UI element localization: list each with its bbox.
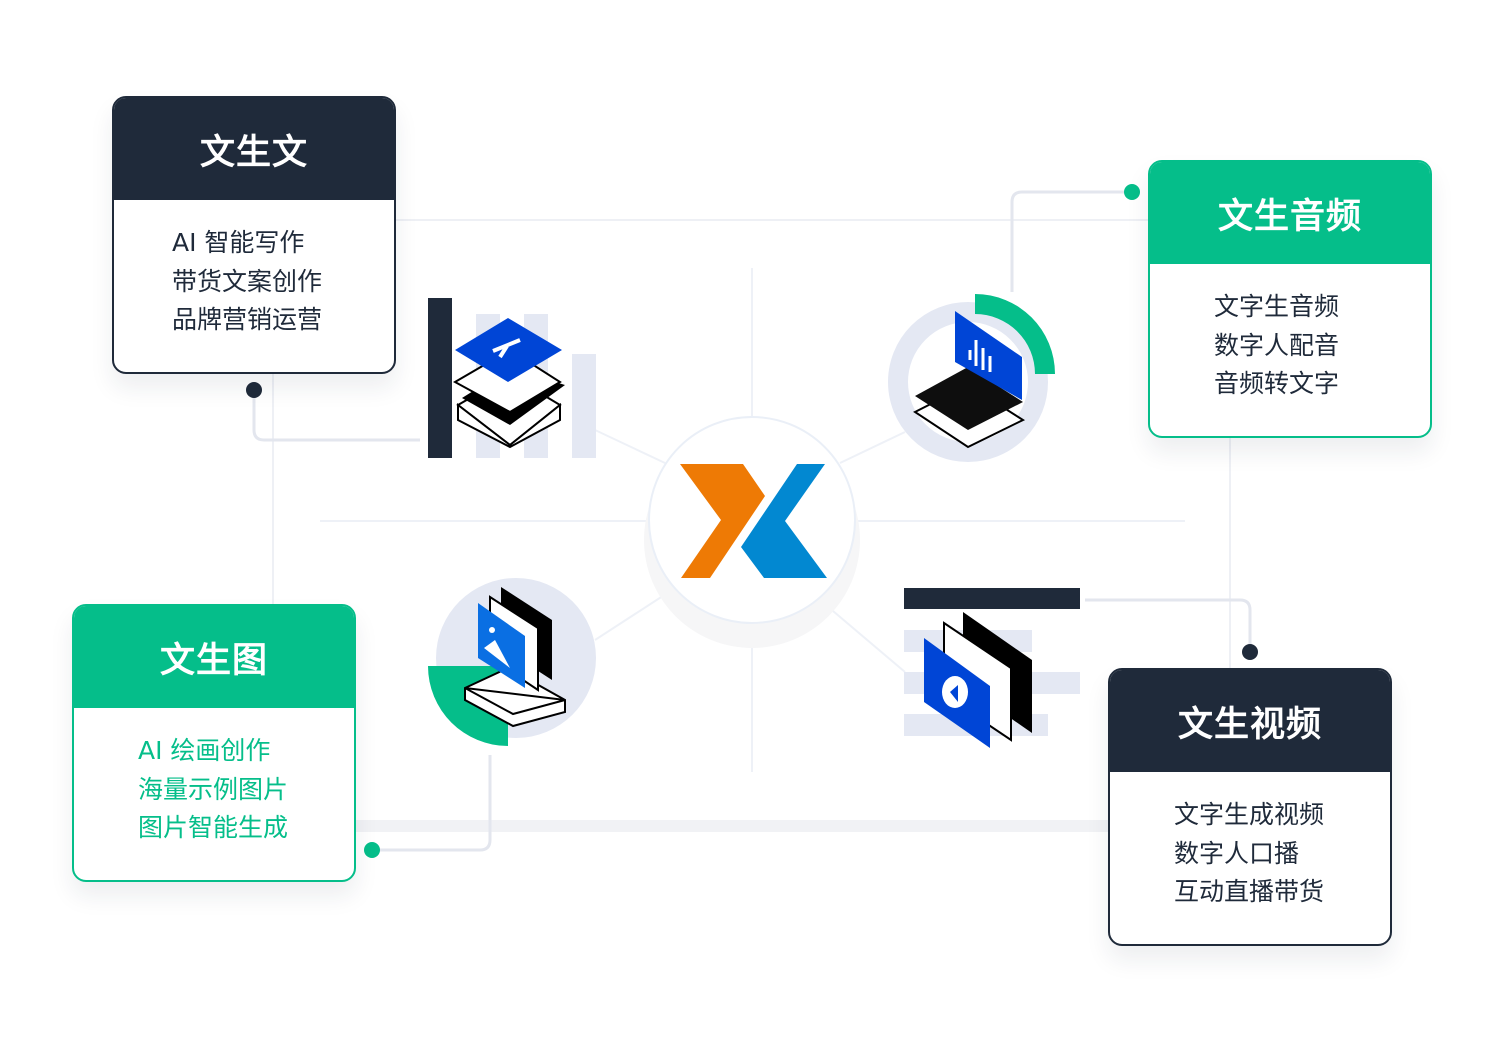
card-text-to-text: 文生文 AI 智能写作 带货文案创作 品牌营销运营 bbox=[112, 96, 396, 374]
card-text-to-video: 文生视频 文字生成视频 数字人口播 互动直播带货 bbox=[1108, 668, 1392, 946]
card-title: 文生视频 bbox=[1110, 670, 1390, 772]
card-item: 文字生音频 bbox=[1214, 292, 1340, 321]
spoke-lines bbox=[594, 429, 906, 673]
card-item: 数字人口播 bbox=[1174, 838, 1300, 868]
card-item: 海量示例图片 bbox=[138, 774, 289, 804]
connector-dot bbox=[364, 842, 380, 858]
text-layers-icon bbox=[428, 298, 596, 458]
card-item: 音频转文字 bbox=[1214, 369, 1340, 398]
card-text-to-image: 文生图 AI 绘画创作 海量示例图片 图片智能生成 bbox=[72, 604, 356, 882]
card-title: 文生文 bbox=[114, 98, 394, 200]
audio-laptop-icon bbox=[888, 294, 1055, 462]
logo-blue-mark bbox=[741, 464, 827, 578]
image-stack-icon bbox=[428, 578, 596, 746]
card-item: 互动直播带货 bbox=[1174, 877, 1325, 906]
connector-dot bbox=[1124, 184, 1140, 200]
card-text-to-audio: 文生音频 文字生音频 数字人配音 音频转文字 bbox=[1148, 160, 1432, 438]
connector-dot bbox=[1242, 644, 1258, 660]
connector-dot bbox=[246, 382, 262, 398]
connector-video bbox=[1085, 598, 1252, 652]
card-title: 文生音频 bbox=[1150, 162, 1430, 264]
card-item: 文字生成视频 bbox=[1174, 800, 1325, 829]
card-title: 文生图 bbox=[74, 606, 354, 708]
card-item: 品牌营销运营 bbox=[172, 305, 323, 334]
panel-shadow bbox=[355, 820, 1110, 832]
logo-circle bbox=[648, 416, 856, 624]
logo-orange-mark bbox=[680, 464, 765, 578]
connector-text bbox=[252, 390, 420, 442]
connector-audio bbox=[1010, 190, 1132, 292]
card-item: 数字人配音 bbox=[1214, 330, 1340, 360]
card-item: 带货文案创作 bbox=[172, 266, 323, 296]
card-item: AI 智能写作 bbox=[172, 228, 305, 257]
video-frames-icon bbox=[904, 588, 1080, 748]
connector-image bbox=[372, 755, 492, 852]
card-item: 图片智能生成 bbox=[138, 813, 289, 842]
card-item: AI 绘画创作 bbox=[138, 736, 271, 765]
